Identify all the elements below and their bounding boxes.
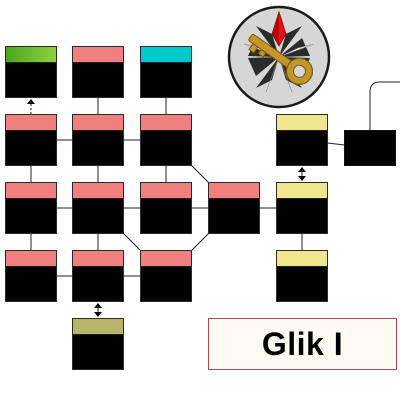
arrow-head xyxy=(298,176,306,181)
level-title: Glik I xyxy=(261,325,344,362)
compass-key-icon xyxy=(227,5,331,109)
room-locked[interactable] xyxy=(72,318,124,370)
room-quest[interactable] xyxy=(276,114,328,166)
room-visited[interactable] xyxy=(140,182,192,234)
room-visited[interactable] xyxy=(140,114,192,166)
room-status-bar xyxy=(6,251,56,267)
room-status-bar xyxy=(73,47,123,63)
room-status-bar xyxy=(6,115,56,131)
room-status-bar xyxy=(277,183,327,199)
exit-passage xyxy=(369,81,400,130)
room-status-bar xyxy=(6,183,56,199)
arrow-head xyxy=(298,167,306,172)
room-status-bar xyxy=(73,183,123,199)
room-visited[interactable] xyxy=(72,114,124,166)
room-quest[interactable] xyxy=(276,250,328,302)
room-visited[interactable] xyxy=(72,182,124,234)
room-status-bar xyxy=(209,183,259,199)
compass-key-emblem xyxy=(226,4,332,110)
arrow-head xyxy=(94,303,102,308)
arrow-head xyxy=(94,312,102,317)
room-visited[interactable] xyxy=(208,182,260,234)
room-visited[interactable] xyxy=(72,250,124,302)
room-start[interactable] xyxy=(5,46,57,98)
room-status-bar xyxy=(141,183,191,199)
room-status-bar xyxy=(141,115,191,131)
room-visited[interactable] xyxy=(5,114,57,166)
room-visited[interactable] xyxy=(72,46,124,98)
room-empty[interactable] xyxy=(344,130,396,166)
room-status-bar xyxy=(141,251,191,267)
room-current[interactable] xyxy=(140,46,192,98)
room-status-bar xyxy=(277,115,327,131)
room-status-bar xyxy=(73,115,123,131)
room-status-bar xyxy=(141,47,191,63)
level-title-panel: Glik I xyxy=(208,318,397,370)
room-quest[interactable] xyxy=(276,182,328,234)
room-status-bar xyxy=(6,47,56,63)
room-status-bar xyxy=(277,251,327,267)
room-status-bar xyxy=(73,319,123,335)
room-status-bar xyxy=(73,251,123,267)
room-visited[interactable] xyxy=(5,250,57,302)
room-visited[interactable] xyxy=(5,182,57,234)
arrow-head xyxy=(27,99,35,104)
room-visited[interactable] xyxy=(140,250,192,302)
